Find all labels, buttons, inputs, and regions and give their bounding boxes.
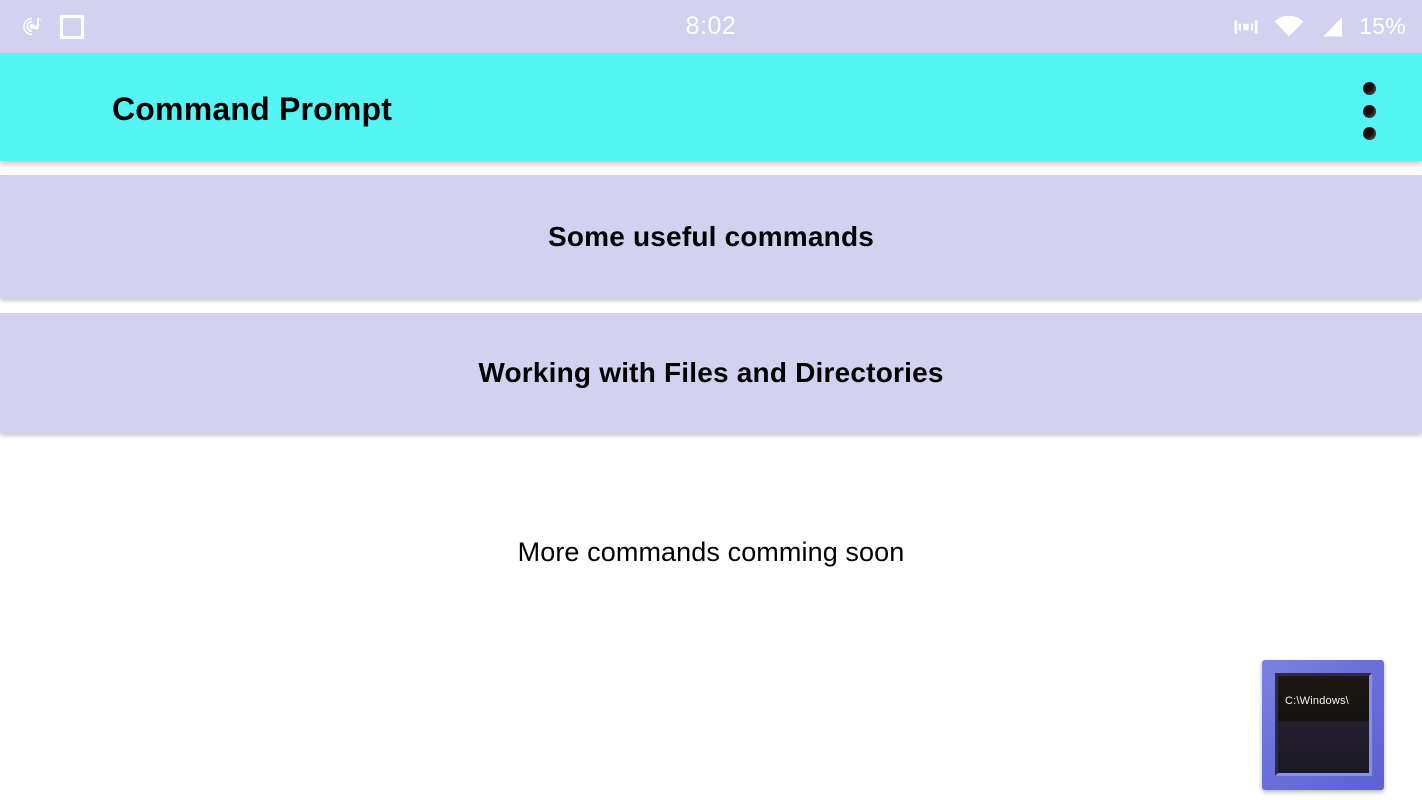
list-item-label: Some useful commands [547, 220, 875, 252]
list-item-working-with-files-and-directories[interactable]: Working with Files and Directories [0, 313, 1422, 433]
status-bar-clock: 8:02 [685, 12, 737, 40]
list-item-some-useful-commands[interactable]: Some useful commands [0, 175, 1422, 298]
overflow-dot-icon [1362, 104, 1376, 118]
status-bar-system-icons: 15% [1232, 13, 1406, 41]
battery-percentage-label: 15% [1359, 13, 1406, 39]
command-prompt-icon[interactable]: C:\Windows\ [1262, 660, 1384, 790]
music-note-icon [18, 12, 48, 42]
main-content: Some useful commands Working with Files … [0, 161, 1422, 800]
footer-note: More commands comming soon [517, 537, 905, 567]
wifi-icon [1273, 13, 1305, 41]
list-item-label: Working with Files and Directories [478, 357, 944, 388]
status-bar-notification-icons [0, 12, 300, 42]
app-bar: Command Prompt [0, 53, 1422, 161]
command-prompt-icon-screen: C:\Windows\ [1275, 673, 1372, 776]
overflow-menu-button[interactable] [1357, 77, 1381, 145]
square-outline-icon [58, 13, 86, 41]
status-bar: 8:02 [0, 0, 1422, 53]
vibrate-icon [1232, 13, 1260, 41]
overflow-dot-icon [1362, 127, 1376, 140]
app-bar-title: Command Prompt [112, 91, 393, 127]
overflow-dot-icon [1362, 82, 1376, 95]
command-prompt-icon-path-text: C:\Windows\ [1285, 695, 1349, 707]
cellular-signal-icon [1318, 13, 1346, 41]
